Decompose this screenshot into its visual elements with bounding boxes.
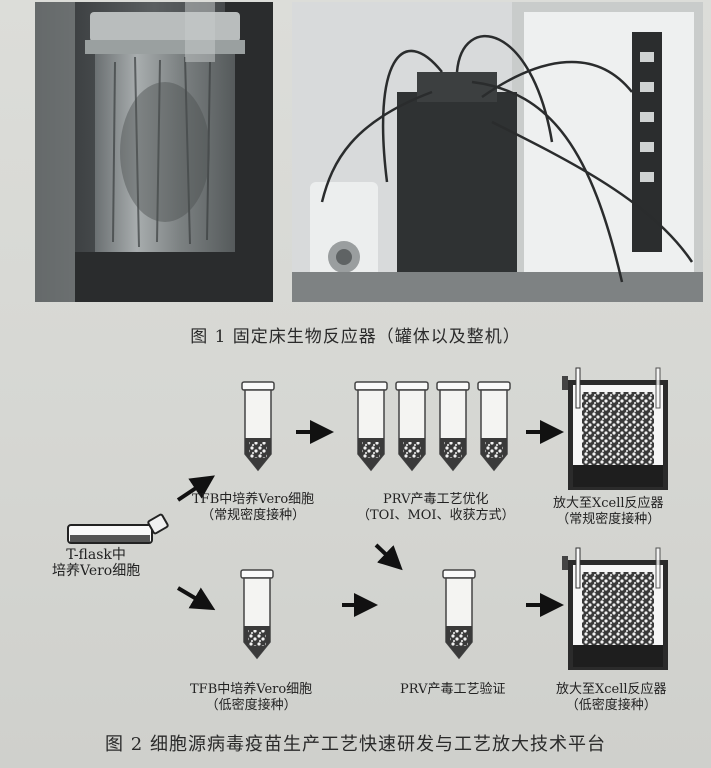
top-optimization-tube-3-icon	[436, 381, 470, 471]
bioreactor-vessel-photo	[35, 2, 273, 302]
top-tfb-tube-icon	[241, 381, 275, 471]
start-label-line1: T-flask中	[66, 547, 126, 563]
start-label-line2: 培养Vero细胞	[52, 563, 141, 579]
arrow-optimization-to-validation	[374, 543, 403, 571]
top-step2-line1: PRV产毒工艺优化	[383, 492, 489, 507]
bioreactor-system-photo	[292, 2, 703, 302]
bottom-step3-line1: 放大至Xcell反应器	[556, 682, 667, 697]
t-flask-icon	[67, 513, 169, 544]
bottom-step3-line2: （低密度接种）	[565, 698, 657, 713]
bottom-validation-tube-icon	[442, 569, 476, 659]
vessel-illustration	[35, 2, 273, 302]
top-step2-line2: （TOI、MOI、收获方式）	[357, 508, 515, 523]
system-illustration	[292, 2, 703, 302]
bottom-step3-label: 放大至Xcell反应器 （低密度接种）	[556, 682, 667, 714]
process-flow-diagram	[67, 367, 669, 671]
start-label: T-flask中 培养Vero细胞	[52, 547, 140, 579]
top-step1-line2: （常规密度接种）	[201, 508, 306, 523]
bottom-step2-line1: PRV产毒工艺验证	[400, 682, 506, 697]
figure1-caption: 图 1 固定床生物反应器（罐体以及整机）	[190, 327, 521, 347]
top-step1-line1: TFB中培养Vero细胞	[192, 492, 315, 507]
bottom-step1-label: TFB中培养Vero细胞 （低密度接种）	[190, 682, 312, 714]
top-optimization-tube-1-icon	[354, 381, 388, 471]
arrow-to-top-tfb	[176, 475, 215, 502]
top-xcell-reactor-icon	[561, 367, 669, 491]
top-step1-label: TFB中培养Vero细胞 （常规密度接种）	[192, 492, 314, 524]
top-step3-label: 放大至Xcell反应器 （常规密度接种）	[553, 496, 664, 528]
bottom-tfb-tube-icon	[240, 569, 274, 659]
top-optimization-tube-2-icon	[395, 381, 429, 471]
figure2-caption: 图 2 细胞源病毒疫苗生产工艺快速研发与工艺放大技术平台	[105, 734, 606, 755]
bottom-xcell-reactor-icon	[561, 547, 669, 671]
bottom-step1-line2: （低密度接种）	[205, 698, 297, 713]
top-step3-line2: （常规密度接种）	[556, 512, 661, 527]
top-step2-label: PRV产毒工艺优化 （TOI、MOI、收获方式）	[357, 492, 515, 524]
top-step3-line1: 放大至Xcell反应器	[553, 496, 664, 511]
top-optimization-tube-4-icon	[477, 381, 511, 471]
bottom-step1-line1: TFB中培养Vero细胞	[190, 682, 313, 697]
bottom-step2-label: PRV产毒工艺验证	[400, 682, 505, 698]
arrow-to-bottom-tfb	[176, 586, 216, 611]
